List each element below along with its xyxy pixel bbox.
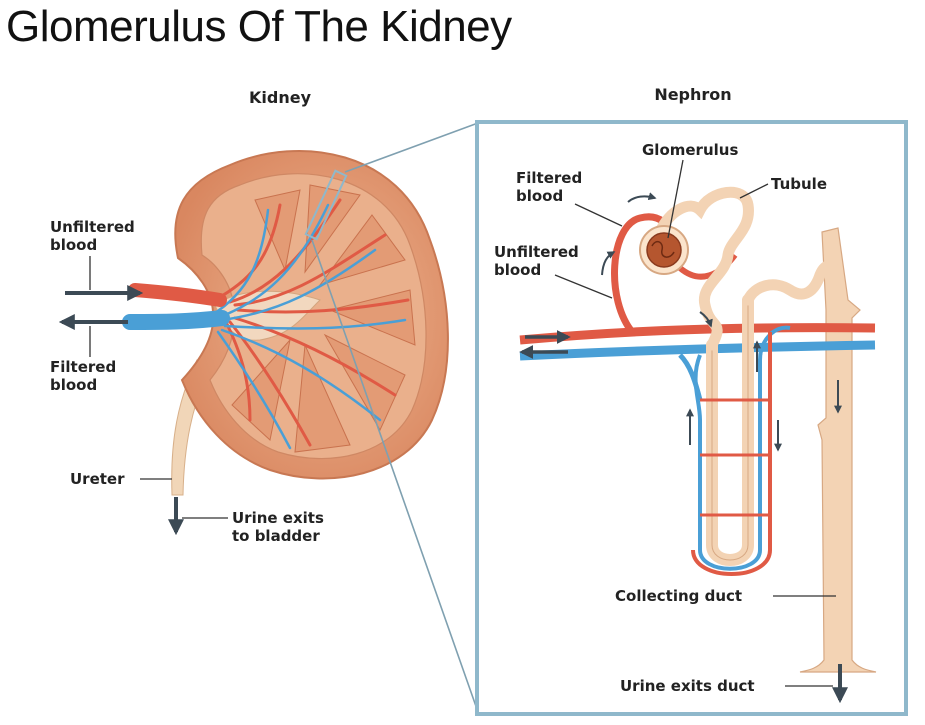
collecting-duct-label: Collecting duct bbox=[615, 587, 742, 605]
tubule-leader bbox=[739, 183, 769, 199]
kidney-filtered-label-2: blood bbox=[50, 376, 97, 394]
nephron-unfiltered-label-2: blood bbox=[494, 261, 541, 279]
nephron-unfiltered-label-1: Unfiltered bbox=[494, 243, 579, 261]
nephron-filtered-label-2: blood bbox=[516, 187, 563, 205]
nephron-unfiltered-leader bbox=[554, 274, 613, 299]
tubule-label: Tubule bbox=[771, 175, 827, 193]
kidney-unfiltered-label-1: Unfiltered bbox=[50, 218, 135, 236]
urine-exits-label-2: to bladder bbox=[232, 527, 320, 545]
urine-exits-duct-label: Urine exits duct bbox=[620, 677, 755, 695]
zoom-line-top bbox=[344, 122, 479, 173]
page-title: Glomerulus Of The Kidney bbox=[6, 2, 512, 51]
nephron-filtered-label-1: Filtered bbox=[516, 169, 582, 187]
zoom-line-bottom bbox=[311, 239, 479, 713]
kidney-heading: Kidney bbox=[249, 88, 312, 107]
kidney-unfiltered-label-2: blood bbox=[50, 236, 97, 254]
nephron-heading: Nephron bbox=[654, 85, 731, 104]
ureter-label: Ureter bbox=[70, 470, 125, 488]
kidney-filtered-label-1: Filtered bbox=[50, 358, 116, 376]
urine-exits-label-1: Urine exits bbox=[232, 509, 324, 527]
nephron-illustration bbox=[519, 186, 877, 673]
kidney-illustration bbox=[122, 149, 449, 480]
glomerulus-label: Glomerulus bbox=[642, 141, 738, 159]
glomerulus-leader bbox=[667, 159, 684, 239]
nephron-filtered-leader bbox=[574, 203, 623, 227]
